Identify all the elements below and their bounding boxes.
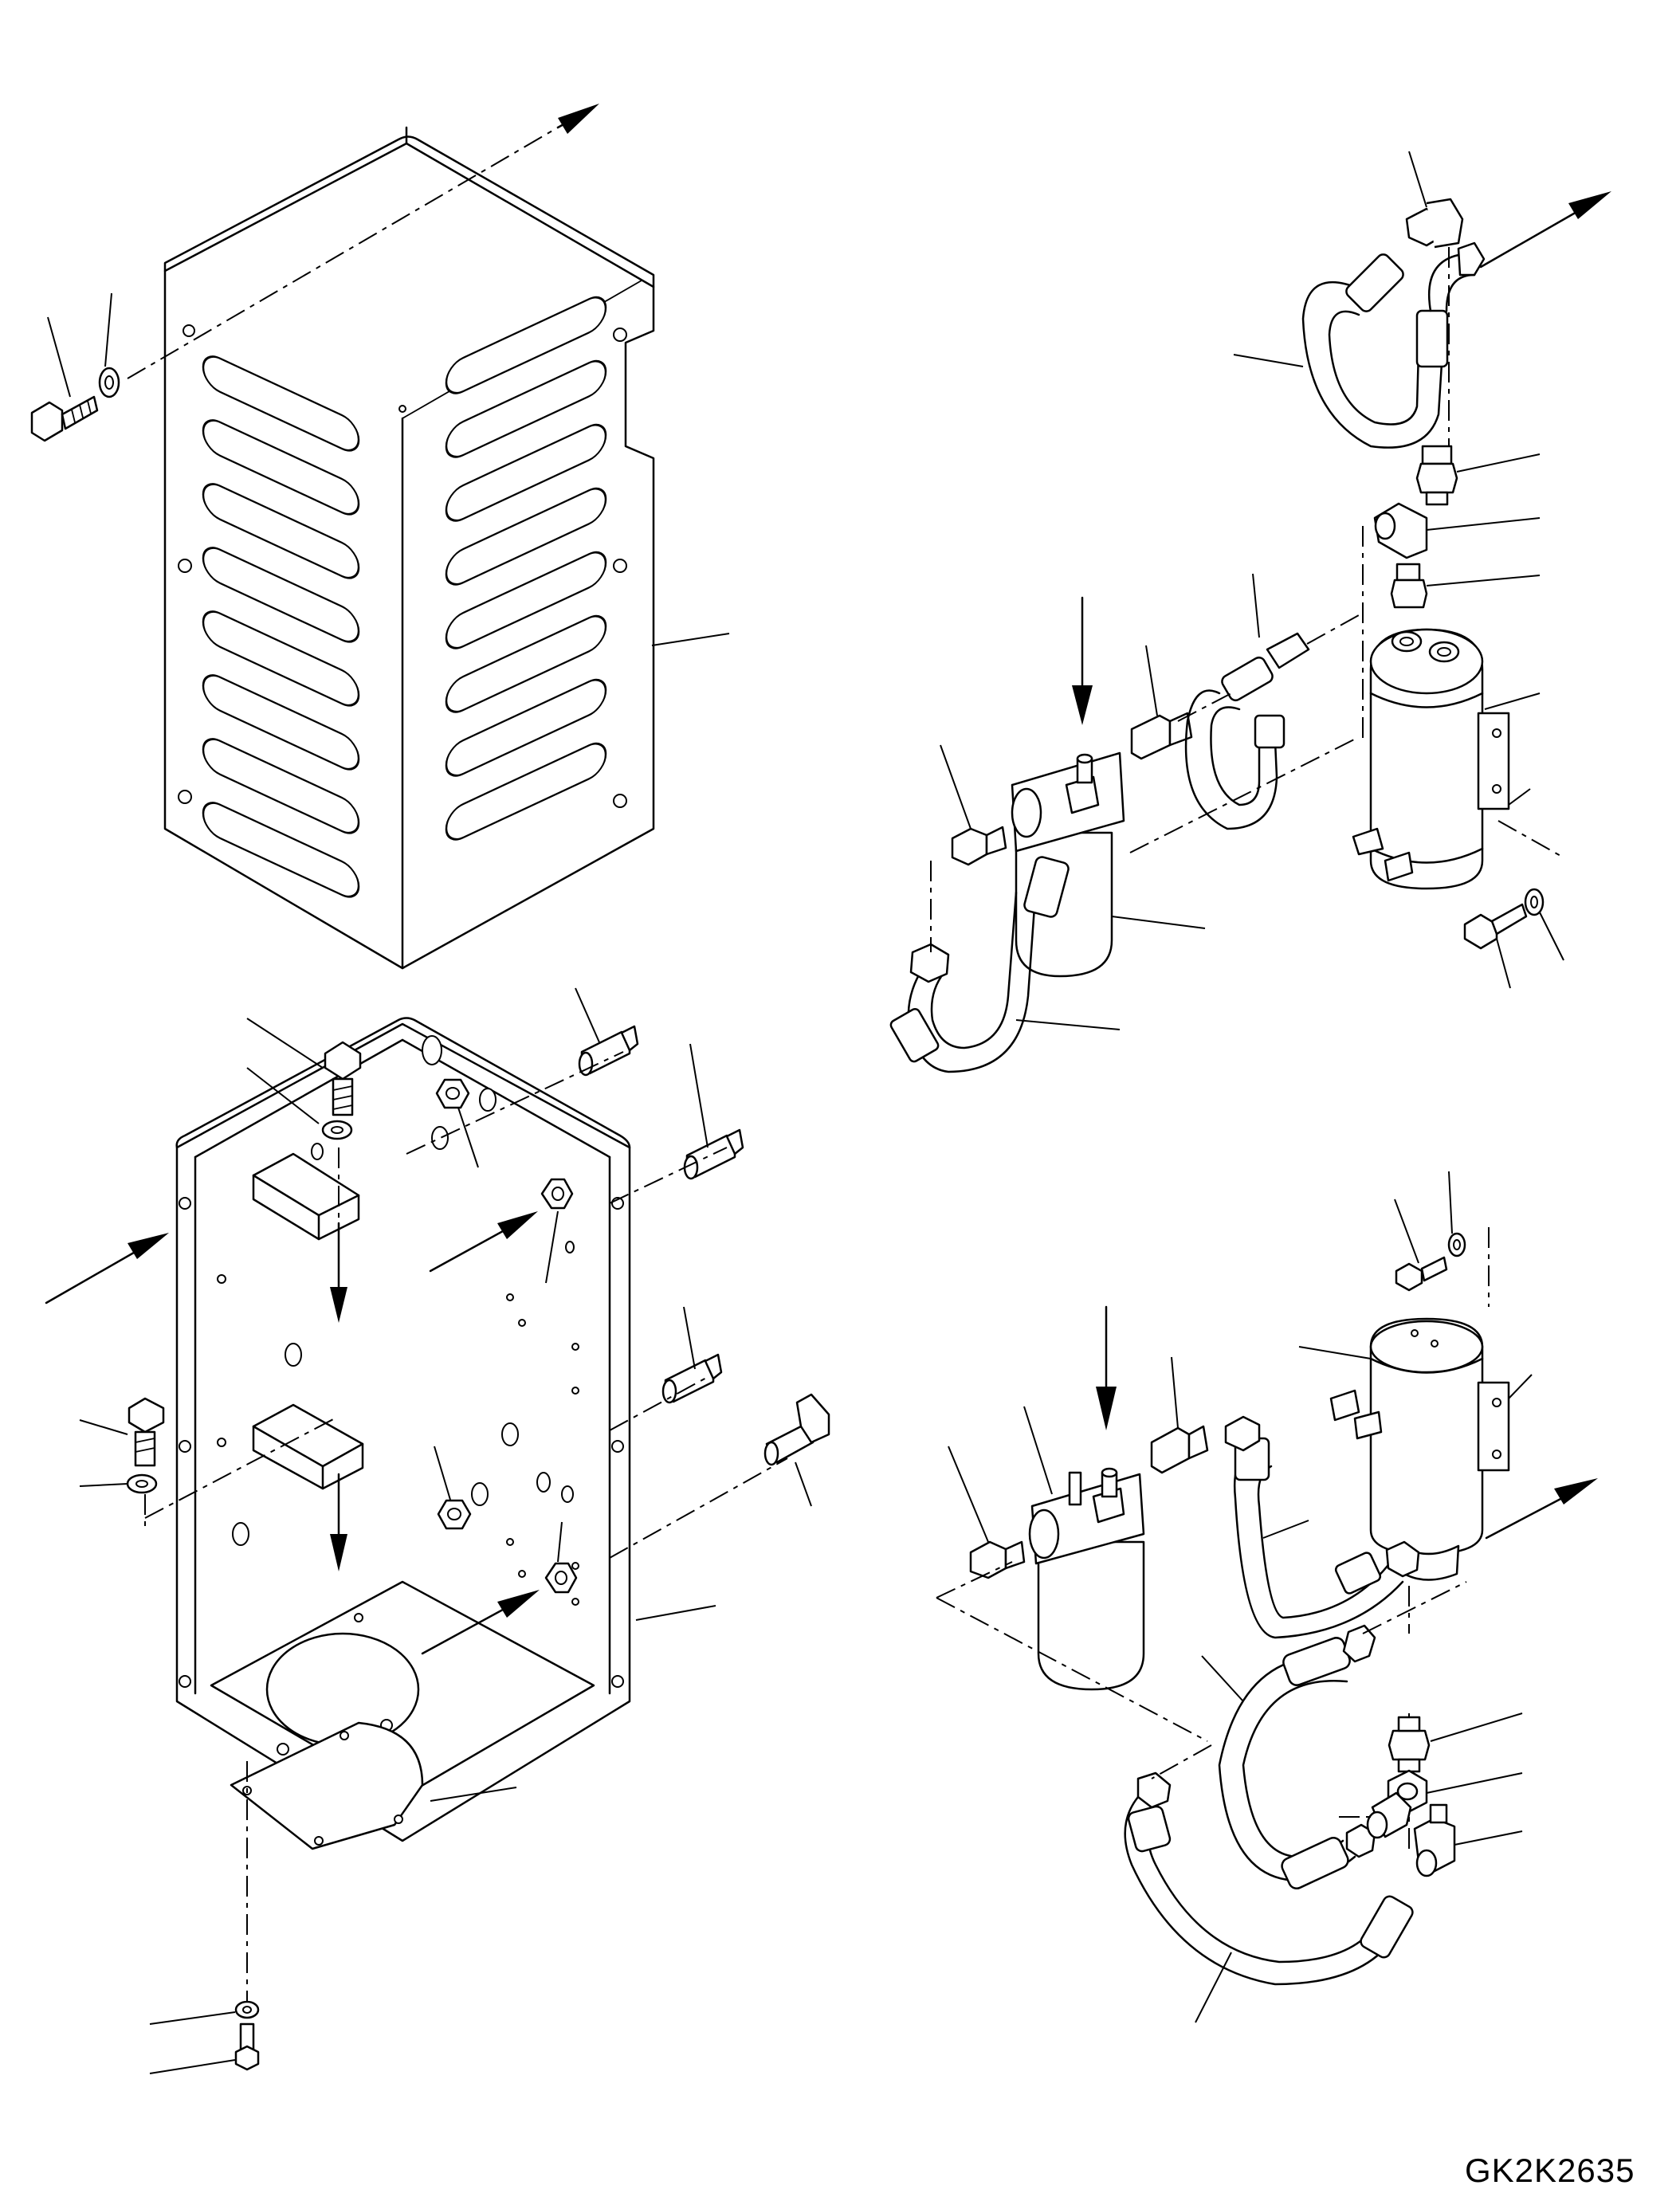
lower-filter-arrow — [1096, 1305, 1117, 1430]
receiver-drier — [1352, 628, 1510, 890]
drawing-number: GK2K2635 — [1465, 2152, 1635, 2189]
lower-filter-housing — [1028, 1467, 1145, 1691]
adapter-4 — [951, 826, 1007, 866]
lower-hose-1 — [1224, 1415, 1420, 1639]
cover-washer — [98, 367, 120, 398]
bottom-bolt — [234, 2022, 260, 2071]
cover-bolt — [30, 395, 99, 442]
lower-tee — [1413, 1803, 1456, 1877]
top-arrow — [1479, 191, 1611, 269]
lower-adapter-1 — [969, 1540, 1026, 1579]
frame-connectors — [435, 1025, 830, 1594]
base-frame — [175, 1017, 631, 1842]
left-louvers — [202, 355, 360, 898]
filter-inlet-hose — [889, 856, 1070, 1073]
lower-hose-3 — [1124, 1771, 1414, 1986]
adapter-3 — [1130, 712, 1193, 760]
louvered-cover — [163, 126, 655, 970]
drier-bolt — [1463, 888, 1545, 950]
lower-hose-2 — [1218, 1624, 1376, 1889]
cover-assembly-arrow — [127, 104, 599, 379]
adapter-1 — [1415, 445, 1458, 506]
adapter-2 — [1390, 563, 1428, 609]
lower-arrow — [1485, 1478, 1598, 1540]
bottom-washer — [234, 2000, 260, 2019]
elbow-1 — [1373, 502, 1428, 559]
filter-top-arrow — [1072, 596, 1093, 725]
top-hose-assembly — [1301, 198, 1486, 449]
bottom-plate — [230, 1721, 424, 1850]
frame-leaders — [406, 987, 812, 1621]
lower-adapter-2 — [1150, 1425, 1209, 1474]
lower-receiver-drier — [1329, 1317, 1510, 1581]
lower-adapter-3 — [1388, 1716, 1431, 1773]
frame-top-bolt — [321, 1041, 362, 1140]
right-louvers — [445, 296, 607, 841]
lower-elbow — [1366, 1791, 1412, 1839]
frame-arrows — [45, 1211, 540, 1655]
frame-side-bolt — [126, 1397, 165, 1494]
filter-outlet-hose — [1184, 632, 1310, 830]
lower-drier-bolt — [1395, 1232, 1466, 1292]
